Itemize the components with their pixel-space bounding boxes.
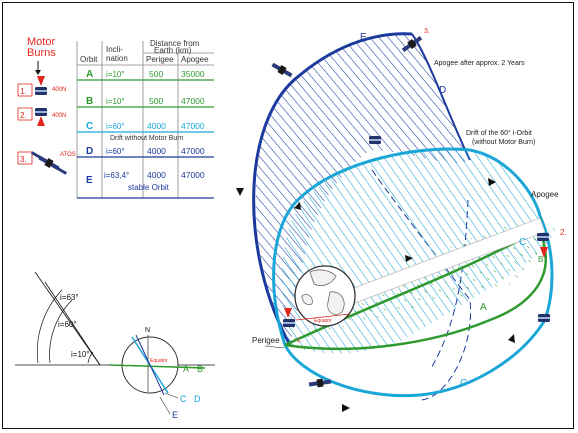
drift-without-burn-note: Drift without Motor Burn [110,135,184,142]
label-orbit-c: C [519,237,526,248]
satellite-orbit-e-left [270,61,294,79]
row-d-orbit: D [86,146,93,157]
main-burn-1-mark: 1. [297,338,302,344]
row-c-perigee: 4000 [147,121,166,131]
satellite-orbit-c-top [369,136,381,144]
burn-3-label: 3. [20,155,27,164]
header-inclination-2: nation [106,54,128,63]
direction-arrow-bottom [342,404,350,412]
row-b-orbit: B [86,96,93,107]
row-e-apogee: 47000 [181,170,205,180]
drift-note-1: Drift of the 60° i-Orbit [466,129,532,137]
label-orbit-c-lower: C [460,378,467,389]
burn-1-satellite: 1. 400N [17,76,66,97]
burn-3-satellite: 3. ATOS [17,151,76,175]
label-orbit-a: A [480,302,487,313]
orbit-a-plane [109,364,206,369]
row-e-orbit: E [86,175,93,186]
direction-arrow-lower-right [508,334,515,343]
row-d-perigee: 4000 [147,146,166,156]
row-e-perigee: 4000 [147,170,166,180]
earth-continents [301,269,345,315]
stable-orbit-note: stable Orbit [128,183,170,192]
row-a-orbit: A [86,69,93,80]
drift-note-2: (without Motor Burn) [472,139,535,146]
row-a-apogee: 35000 [181,69,205,79]
row-c-orbit: C [86,121,93,132]
row-e-incl: i=63,4° [104,171,129,180]
orbit-e-region [255,33,470,345]
burn-2-satellite: 2. 400N [17,107,66,126]
header-perigee: Perigee [146,55,174,64]
orbit-e-path [252,32,413,346]
incl-label-d: D [194,394,201,404]
perigee-label: Perigee [252,336,280,345]
label-orbit-e: E [360,32,367,43]
incl-label-a: A [183,364,189,374]
header-inclination-1: Incli- [106,45,123,54]
label-orbit-b: B [538,255,543,264]
burn-3-thrust: ATOS [60,152,76,158]
row-c-apogee: 47000 [181,121,205,131]
orbit-c-path-lower [283,215,554,398]
north-label: N [145,327,150,334]
orbit-e-plane [135,334,165,396]
apogee-burn-flame [540,247,548,258]
row-c-incl: i=60° [106,122,125,131]
main-burn-3-mark: 3. [424,28,430,35]
row-a-perigee: 500 [149,69,163,79]
satellite-orbit-b [538,314,550,322]
apogee-after-2-years-note: Apogee after approx. 2 Years [434,60,525,67]
equator-line [295,313,351,321]
incl-label-b: B [197,364,203,374]
label-orbit-d: D [439,85,446,96]
direction-arrow-right [488,178,496,186]
header-apogee: Apogee [181,55,209,64]
row-b-perigee: 500 [149,96,163,106]
incl-label-c: C [180,394,187,404]
orbit-d-path [411,33,471,161]
satellite-perigee [283,319,295,327]
motor-burns-title-2: Burns [27,47,56,59]
row-a-incl: i=10° [106,70,125,79]
orbit-c-path [272,147,542,346]
burn-1-thrust: 400N [52,87,66,93]
angle-63: i=63° [60,293,79,302]
direction-arrow-center [405,255,413,262]
direction-arrow-mid-left [294,202,301,210]
direction-arrow-left [236,188,244,196]
row-b-apogee: 47000 [181,96,205,106]
inclination-diagram: i=63° i=60° i=10° N Equator A B C D E [15,271,215,420]
angle-10: i=10° [71,350,90,359]
burn-2-label: 2. [20,111,27,120]
apogee-label: Apogee [531,190,559,199]
burn-2-thrust: 400N [52,113,66,119]
equator-label: Equator [314,318,332,324]
satellite-apogee [537,233,549,241]
equator-label-small: Equator [150,358,168,364]
motor-burns-title-1: Motor [27,36,55,48]
row-b-incl: i=10° [106,97,125,106]
incl-label-e: E [172,410,178,420]
burn-1-label: 1. [20,87,27,96]
main-orbit-diagram: Equator E D C A B C Apogee after approx.… [236,28,567,412]
header-orbit: Orbit [80,55,98,64]
header-distance-2: Earth (km) [154,46,192,55]
row-d-apogee: 47000 [181,146,205,156]
orbit-table: Motor Burns Orbit Incli- nation Distance… [17,36,214,199]
angle-60: i=60° [58,320,77,329]
header-distance-1: Distance from [150,39,200,48]
row-d-incl: i=60° [106,147,125,156]
perigee-burn-flame [284,308,292,318]
main-burn-2-mark: 2. [560,228,567,237]
